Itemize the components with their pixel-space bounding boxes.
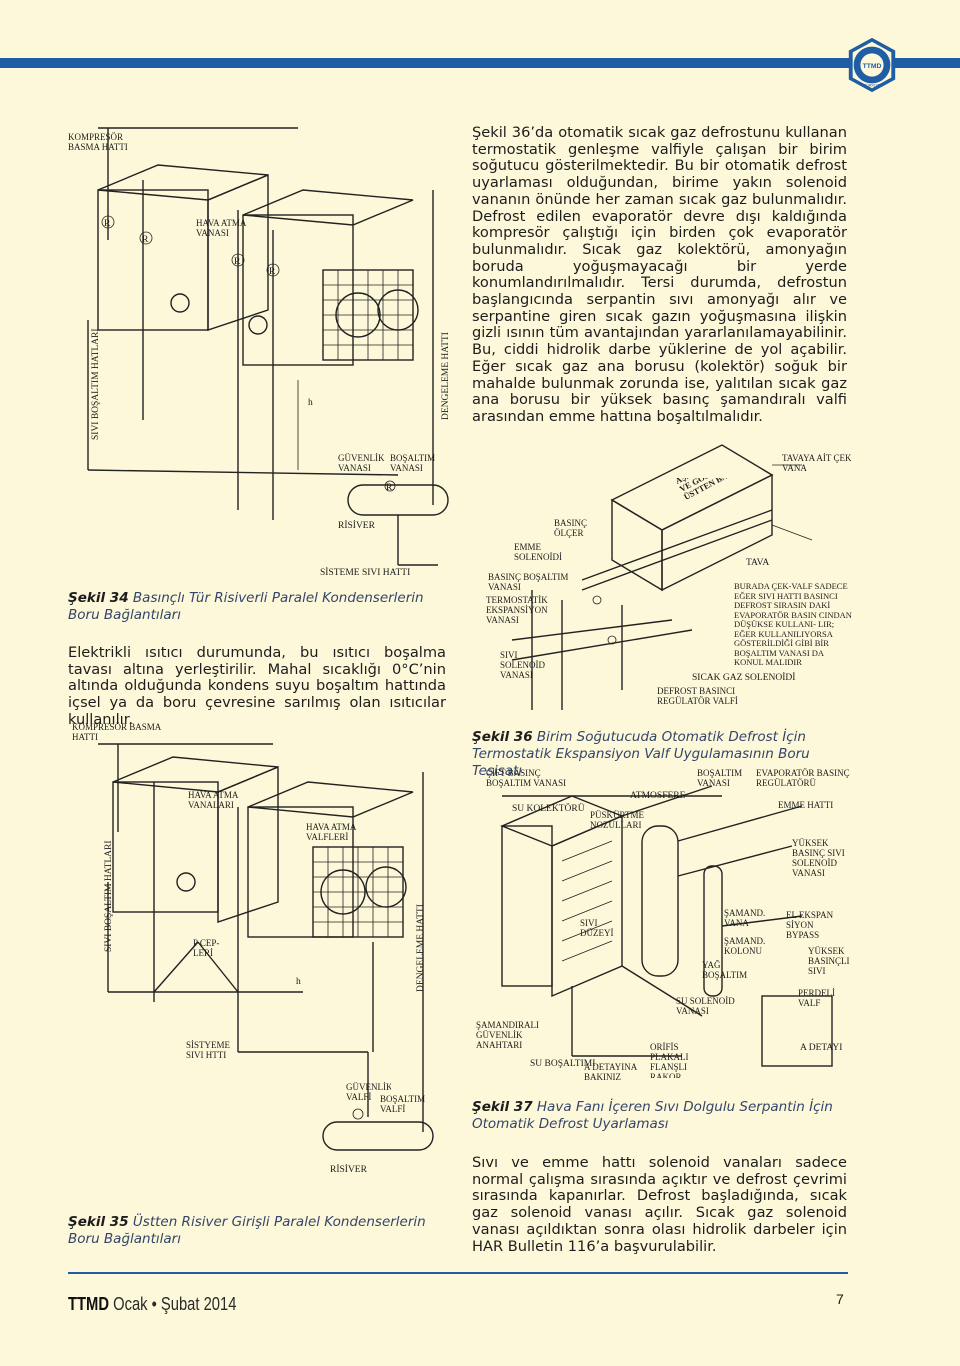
fig35-label-dengeleme: DENGELEME HATTI	[416, 904, 426, 992]
footer-brand: TTMD	[68, 1294, 109, 1314]
logo-center-text: TTMD	[863, 63, 882, 70]
fig37-label-yuksek-basincli-sivi: YÜKSEK BASINÇLI SIVI	[808, 946, 850, 976]
fig34-label-bosaltim: BOŞALTIM VANASI	[390, 453, 436, 473]
fig35-label-sivi-bosaltim: SIVI BOŞALTIM HATLARI	[104, 840, 114, 952]
fig37-label-samand-kolonu: ŞAMAND. KOLONU	[724, 936, 766, 956]
fig36-label-tava: TAVA	[746, 558, 769, 568]
footer-rule	[68, 1272, 848, 1274]
fig36-label-sivi-solenoid: SIVI SOLENOİD VANASI	[500, 650, 545, 680]
fig35-label-hava-atma-2: HAVA ATMA VALFLERİ	[306, 822, 356, 842]
fig37-label-cift-basinc: ÇİFT BASINÇ BOŞALTIM VANASI	[486, 768, 567, 788]
fig34-label-hava-atma: HAVA ATMA VANASI	[196, 218, 246, 238]
fig37-label-el-ekspansiyon-bypass: EL EKSPAN SİYON BYPASS	[786, 910, 834, 940]
fig37-label-perdeli-valf: PERDELİ VALF	[798, 988, 835, 1008]
fig35-label-sistemye: SİSTYEME SIVI HTTI	[186, 1040, 231, 1060]
fig35-label-hava-atma-1: HAVA ATMA VANALARI	[188, 790, 238, 810]
right-paragraph-1: Şekil 36’da otomatik sıcak gaz defrostun…	[472, 124, 847, 425]
fig37-label-samand-vana: ŞAMAND. VANA	[724, 908, 766, 928]
right-paragraph-2: Sıvı ve emme hattı solenoid vanaları sad…	[472, 1154, 847, 1255]
fig34-label-kompresor: KOMPRESÖR BASMA HATTI	[68, 132, 128, 152]
fig37-label-a-detayina: A DETAYINA BAKINIZ	[584, 1062, 637, 1082]
fig37-label-su-bosaltimi: SU BOŞALTIMI	[530, 1059, 595, 1069]
fig35-label-bosaltim: BOŞALTIM VALFİ	[380, 1094, 426, 1114]
footer-issue-text: Ocak • Şubat 2014	[113, 1294, 237, 1314]
fig34-r2: R	[142, 235, 149, 245]
caption-figure-35: Şekil 35 Üstten Risiver Girişli Paralel …	[68, 1214, 426, 1247]
caption-figure-34: Şekil 34 Basınçlı Tür Risiverli Paralel …	[68, 590, 424, 623]
fig34-label-sivi-bosaltim: SIVI BOŞALTIM HATLARI	[91, 328, 101, 440]
fig35-label-h: h	[296, 977, 301, 987]
page-number: 7	[836, 1291, 844, 1307]
fig37-label-atmosfere: ATMOSFERE	[630, 791, 686, 801]
fig35-label-guvenlik: GÜVENLİK VALFİ	[346, 1082, 391, 1102]
fig36-label-basinc-olcer: BASINÇ ÖLÇER	[554, 518, 588, 538]
figure-35-diagram: KOMPRESÖR BASMA HATTI HAVA ATMA VANALARI…	[72, 722, 434, 1175]
fig37-label-yuksek-basinc-sivi: YÜKSEK BASINÇ SIVI SOLENOİD VANASI	[792, 838, 845, 878]
header-band	[0, 58, 960, 68]
fig34-r1: R	[104, 219, 111, 229]
fig36-label-termostatik: TERMOSTATİK EKSPANSİYON VANASI	[486, 595, 548, 625]
logo-bottom-text: TÜRKİYE	[864, 82, 881, 87]
fig36-label-emme-solenoidi: EMME SOLENOİDİ	[514, 542, 562, 562]
fig37-label-su-solenoid: SU SOLENOİD VANASI	[676, 996, 735, 1016]
caption-figure-36: Şekil 36 Birim Soğutucuda Otomatik Defro…	[472, 729, 810, 779]
fig36-label-sicak-gaz: SICAK GAZ SOLENOİDİ	[692, 671, 795, 683]
fig37-label-samandirali: ŞAMANDIRALI GÜVENLİK ANAHTARI	[476, 1020, 539, 1050]
fig34-label-guvenlik: GÜVENLİK VANASI	[338, 453, 385, 473]
fig35-label-p-cepleri: P CEP- LERİ	[193, 938, 220, 958]
figure-36-diagram: AŞAĞI DOĞRU EĞİMLİ VE GÖSTERİLDİĞİ GİBİ …	[486, 444, 852, 710]
ttmd-logo: TTMD TÜRKİYE	[848, 37, 896, 93]
fig35-label-risiver: RİSİVER	[330, 1163, 368, 1175]
figure-34-diagram: R R R R R KOMPRESÖR BASMA HATTI HAVA ATM…	[68, 127, 451, 578]
fig37-label-puskurtme: PÜSKÜRTME NOZULLARI	[590, 810, 644, 830]
fig37-label-sivi-duzeyi: SIVI DÜZEYİ	[580, 918, 614, 938]
fig34-label-dengeleme: DENGELEME HATTI	[441, 332, 451, 420]
fig34-label-h: h	[308, 398, 313, 408]
fig34-r3: R	[234, 257, 241, 267]
fig36-label-tavaya-ait: TAVAYA AİT ÇEK VANA	[782, 453, 852, 473]
fig34-r4: R	[269, 267, 276, 277]
fig36-label-basinc-bosaltim: BASINÇ BOŞALTIM VANASI	[488, 572, 569, 592]
fig36-label-defrost-basinci: DEFROST BASINCI REGÜLATÖR VALFİ	[657, 686, 738, 706]
fig36-label-asagi-dogru: AŞAĞI DOĞRU EĞİMLİ VE GÖSTERİLDİĞİ GİBİ …	[674, 478, 770, 502]
figure-37-diagram: ÇİFT BASINÇ BOŞALTIM VANASI SU KOLEKTÖRÜ…	[476, 768, 850, 1082]
fig37-label-su-kolektoru: SU KOLEKTÖRÜ	[512, 802, 585, 814]
fig34-label-risiver: RİSİVER	[338, 519, 376, 531]
fig37-label-orifis: ORİFİS PLAKALI FLANŞLI RAKOR	[650, 1042, 689, 1078]
caption-figure-37: Şekil 37 Hava Fanı İçeren Sıvı Dolgulu S…	[472, 1099, 833, 1132]
fig37-label-evaporator-basinc: EVAPORATÖR BASINÇ REGÜLATÖRÜ	[756, 768, 850, 788]
fig35-label-kompresor: KOMPRESÖR BASMA HATTI	[72, 722, 161, 742]
fig34-label-sisteme: SİSTEME SIVI HATTI	[320, 566, 410, 578]
fig36-label-burada-cek: BURADA ÇEK-VALF SADECE EĞER SIVI HATTI B…	[734, 582, 852, 667]
fig37-label-yag-bosaltim: YAĞ BOŞALTIM	[702, 960, 748, 980]
fig37-label-bosaltim-vanasi: BOŞALTIM VANASI	[697, 768, 743, 788]
fig34-r5: R	[386, 483, 393, 493]
footer-issue: TTMD Ocak • Şubat 2014	[68, 1294, 236, 1315]
left-paragraph-1: Elektrikli ısıtıcı durumunda, bu ısıtıcı…	[68, 644, 446, 728]
fig37-label-emme-hatti: EMME HATTI	[778, 800, 834, 810]
fig37-label-a-detayi: A DETAYI	[800, 1043, 842, 1053]
